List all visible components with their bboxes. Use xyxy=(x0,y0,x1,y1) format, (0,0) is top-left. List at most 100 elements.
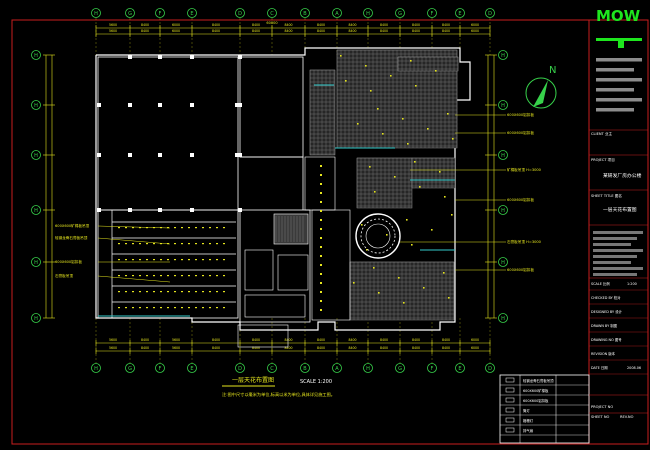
light-fixture xyxy=(320,183,322,185)
light-fixture xyxy=(195,275,197,277)
light-fixture xyxy=(452,138,454,140)
grid-bubble-label: H xyxy=(501,208,505,214)
light-fixture xyxy=(195,259,197,261)
light-fixture xyxy=(188,291,190,293)
grid-bubble xyxy=(498,100,508,110)
grid-bubble-label: H xyxy=(34,103,38,109)
light-fixture xyxy=(174,291,176,293)
dimension-label: 8400 xyxy=(380,338,388,342)
sheet-no-label: SHEET NO xyxy=(591,415,610,419)
light-fixture xyxy=(132,227,134,229)
field-value: 2008.06 xyxy=(627,366,641,370)
dimension-label: 8400 xyxy=(317,338,325,342)
light-fixture xyxy=(167,291,169,293)
light-fixture xyxy=(181,259,183,261)
light-fixture xyxy=(167,259,169,261)
light-fixture xyxy=(174,243,176,245)
lobby-round-ceiling xyxy=(355,213,401,259)
light-fixture xyxy=(125,291,127,293)
light-fixture xyxy=(320,291,322,293)
light-fixture xyxy=(181,227,183,229)
grid-bubble xyxy=(31,205,41,215)
light-fixture xyxy=(118,291,120,293)
light-fixture xyxy=(153,307,155,309)
light-fixture xyxy=(146,307,148,309)
light-fixture xyxy=(223,291,225,293)
grid-bubble xyxy=(187,8,197,18)
light-fixture xyxy=(320,201,322,203)
grid-bubble-label: H xyxy=(366,11,370,17)
grid-bubble-label: D xyxy=(488,11,492,17)
light-fixture xyxy=(139,243,141,245)
grid-bubble xyxy=(332,363,342,373)
light-fixture xyxy=(195,243,197,245)
light-fixture xyxy=(118,307,120,309)
leader-annotations: 600X600矿棉板吊顶轻钢龙骨石膏板吊顶600X600铝扣板石膏板吊顶600X… xyxy=(55,112,542,283)
light-fixture xyxy=(118,243,120,245)
tile-area xyxy=(309,69,336,156)
light-fixture xyxy=(209,259,211,261)
dimension-label: 8400 xyxy=(212,346,220,350)
light-fixture xyxy=(188,227,190,229)
dimension-label: 8400 xyxy=(348,346,356,350)
title-block: MOW CLIENT 业主 PROJECT 项目 某研发厂房办公楼 SHEET … xyxy=(589,7,648,419)
light-fixture xyxy=(125,243,127,245)
project-name: 某研发厂房办公楼 xyxy=(603,172,642,179)
dimension-label: 8400 xyxy=(442,338,450,342)
grid-bubble-label: F xyxy=(431,366,434,372)
grid-bubble xyxy=(498,205,508,215)
grid-bubble-label: G xyxy=(398,366,402,372)
grid-bubble xyxy=(31,313,41,323)
grid-bubble xyxy=(485,8,495,18)
light-fixture xyxy=(174,259,176,261)
dimension-label: 8400 xyxy=(442,346,450,350)
light-fixture xyxy=(411,244,413,246)
light-fixture xyxy=(377,108,379,110)
grid-bubble xyxy=(363,363,373,373)
dimension-label: 5600 xyxy=(172,338,180,342)
dimension-label: 8400 xyxy=(412,23,420,27)
project-label: PROJECT 项目 xyxy=(591,157,615,162)
dimension-label: 8400 xyxy=(284,346,292,350)
dimension-label: 8400 xyxy=(412,346,420,350)
light-fixture xyxy=(216,259,218,261)
grid-bubble-label: H xyxy=(34,208,38,214)
rev-no-label: REV.NO xyxy=(620,415,634,419)
light-fixture xyxy=(320,237,322,239)
light-fixture xyxy=(202,259,204,261)
grid-bubble-label: H xyxy=(366,366,370,372)
ceiling-tile-grid xyxy=(309,49,459,321)
column xyxy=(128,55,132,59)
light-fixture xyxy=(195,227,197,229)
light-fixture xyxy=(373,267,375,269)
light-fixture xyxy=(188,243,190,245)
grid-bubble xyxy=(498,50,508,60)
dimension-label: 5600 xyxy=(109,346,117,350)
light-fixture xyxy=(365,65,367,67)
light-fixture xyxy=(320,300,322,302)
project-no-label: PROJECT NO xyxy=(591,405,613,409)
light-fixture xyxy=(378,292,380,294)
light-fixture xyxy=(160,307,162,309)
drawing-note: 注:图中尺寸以毫米为单位,标高以米为单位,具体详见施工图。 xyxy=(222,391,335,398)
light-fixture xyxy=(146,243,148,245)
grid-bubble xyxy=(300,363,310,373)
light-fixture xyxy=(132,243,134,245)
grid-bubble xyxy=(235,8,245,18)
column xyxy=(190,55,194,59)
grid-bubble xyxy=(31,50,41,60)
light-fixture xyxy=(320,228,322,230)
grid-bubble-label: H xyxy=(501,53,505,59)
grid-bubble-label: H xyxy=(34,316,38,322)
light-fixture xyxy=(153,259,155,261)
light-fixture xyxy=(320,192,322,194)
grid-bubble xyxy=(300,8,310,18)
light-fixture xyxy=(398,277,400,279)
legend-label: 600X600矿棉板 xyxy=(523,388,549,393)
legend-symbol xyxy=(505,397,515,403)
sheet-frame xyxy=(11,19,649,445)
light-fixture xyxy=(320,255,322,257)
light-fixture xyxy=(353,282,355,284)
light-fixture xyxy=(390,75,392,77)
text-stripe xyxy=(596,98,642,102)
